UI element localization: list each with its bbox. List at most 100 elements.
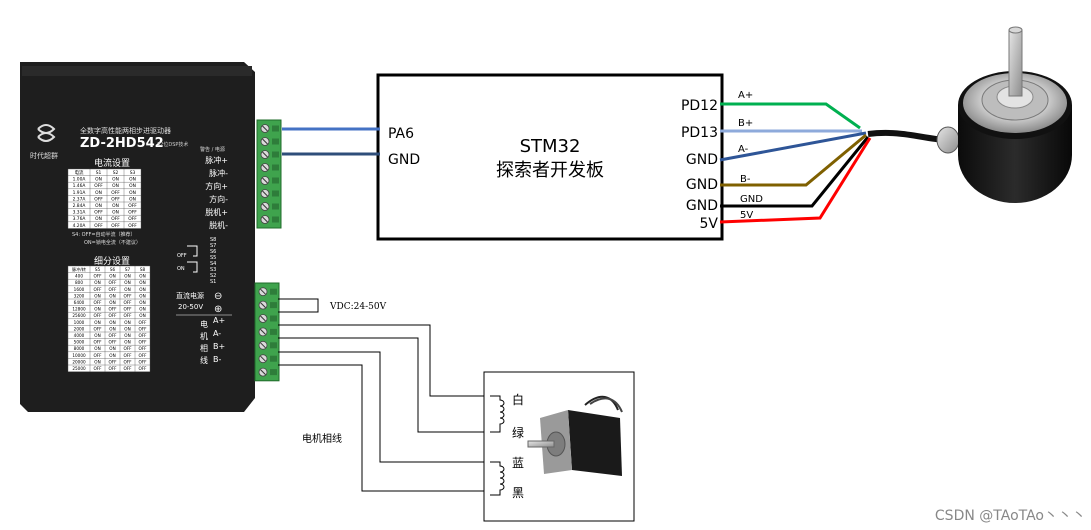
screw-slot xyxy=(262,190,268,197)
table-cell: ON xyxy=(109,353,115,358)
wire-a-plus xyxy=(720,102,861,130)
phase-label-b-minus: B- xyxy=(213,355,221,364)
table-header-cell: 电流 xyxy=(75,169,84,176)
microstep-section-title: 细分设置 xyxy=(94,255,130,267)
wire-5v xyxy=(719,137,872,224)
table-cell: OFF xyxy=(138,326,147,331)
dip-label: S8 xyxy=(210,237,216,243)
table-cell: 25000 xyxy=(72,366,86,371)
terminal-label: 脉冲+ xyxy=(205,155,228,165)
pin-pd12: PD12 xyxy=(681,98,718,114)
table-cell: ON xyxy=(124,320,130,325)
table-cell: ON xyxy=(139,287,145,292)
warn-power-label: 警告 / 电源 xyxy=(200,146,225,153)
table-cell: OFF xyxy=(108,280,117,285)
screw-slot xyxy=(260,342,266,349)
screw-slot xyxy=(260,302,266,308)
table-cell: OFF xyxy=(123,313,132,318)
table-cell: OFF xyxy=(128,216,137,222)
signal-terminal-labels: 脉冲+ 脉冲- 方向+ 方向- 脱机+ 脱机- xyxy=(205,155,228,230)
phase-label-a-minus: A- xyxy=(213,329,221,338)
power-terminal-block xyxy=(254,282,280,382)
table-cell: ON xyxy=(94,333,100,338)
dip-label: S7 xyxy=(210,243,216,249)
table-cell: 2.37A xyxy=(73,196,86,202)
screw-slot xyxy=(260,329,266,335)
table-cell: ON xyxy=(129,196,136,202)
motor-body xyxy=(568,410,622,476)
screw-slot xyxy=(262,138,268,145)
terminal-socket xyxy=(272,190,279,197)
table-cell: ON xyxy=(124,280,130,285)
table-cell: ON xyxy=(124,287,130,292)
dip-label: S5 xyxy=(210,255,216,261)
table-cell: OFF xyxy=(93,274,102,279)
screw-slot xyxy=(262,177,268,184)
table-cell: ON xyxy=(95,216,102,222)
brand-name: 时代超群 xyxy=(30,151,58,160)
screw-slot xyxy=(262,125,268,132)
table-cell: ON xyxy=(94,280,100,285)
table-cell: 10000 xyxy=(72,353,86,358)
table-cell: ON xyxy=(109,300,115,305)
terminal-socket xyxy=(270,302,277,309)
table-cell: 12800 xyxy=(72,307,86,312)
coil-b xyxy=(490,461,505,496)
table-header-cell: S5 xyxy=(95,267,101,272)
table-cell: 4000 xyxy=(74,333,85,338)
table-cell: 2.84A xyxy=(73,203,86,209)
table-cell: ON xyxy=(139,280,145,285)
table-cell: 8000 xyxy=(74,346,85,351)
table-cell: OFF xyxy=(93,326,102,331)
table-cell: ON xyxy=(109,274,115,279)
terminal-socket xyxy=(272,203,279,210)
table-cell: ON xyxy=(124,326,130,331)
table-header-cell: S8 xyxy=(140,267,146,272)
wire-label: 5V xyxy=(740,210,753,221)
table-cell: OFF xyxy=(138,359,147,364)
wire-a-minus xyxy=(719,131,867,162)
table-header-cell: S7 xyxy=(125,267,131,272)
table-header-cell: S2 xyxy=(113,170,119,176)
table-cell: 5000 xyxy=(74,340,85,345)
driver-model-sub: 32位DSP技术 xyxy=(157,141,188,148)
table-cell: ON xyxy=(94,320,100,325)
screw-slot xyxy=(260,369,266,375)
screw-slot xyxy=(260,288,266,295)
table-cell: ON xyxy=(112,183,119,189)
screw-slot xyxy=(262,151,268,158)
encoder-shaft xyxy=(1008,29,1023,97)
table-header-cell: S6 xyxy=(110,267,116,272)
driver-top-rim xyxy=(22,66,252,76)
pin-pd13: PD13 xyxy=(681,125,718,141)
terminal-socket xyxy=(270,328,277,335)
table-cell: ON xyxy=(95,203,102,209)
table-cell: ON xyxy=(109,326,115,331)
table-cell: ON xyxy=(124,333,130,338)
table-cell: 6400 xyxy=(74,300,85,305)
s4-note-2: ON=锁电全流（不建议） xyxy=(84,239,141,246)
table-cell: ON xyxy=(95,190,102,196)
table-cell: 1.46A xyxy=(73,183,86,189)
stepper-motor-image xyxy=(527,395,623,476)
current-section-title: 电流设置 xyxy=(94,157,130,169)
table-cell: ON xyxy=(139,274,145,279)
stm32-name: STM32 xyxy=(520,136,581,157)
table-cell: 1.91A xyxy=(73,190,86,196)
table-cell: OFF xyxy=(138,333,147,338)
table-cell: OFF xyxy=(128,210,137,216)
table-cell: OFF xyxy=(108,313,117,318)
wire-label: A+ xyxy=(738,90,753,101)
voltage-label: 20-50V xyxy=(178,303,203,311)
screw-slot xyxy=(262,164,268,171)
table-cell: 1600 xyxy=(74,287,85,292)
dip-label: S3 xyxy=(210,267,216,273)
driver-output-wires: VDC:24-50V 电机相线 xyxy=(278,298,490,492)
table-cell: OFF xyxy=(138,353,147,358)
coil-label: 绿 xyxy=(512,425,524,440)
motor-phase-vchar: 相 xyxy=(200,343,208,353)
table-cell: ON xyxy=(124,340,130,345)
